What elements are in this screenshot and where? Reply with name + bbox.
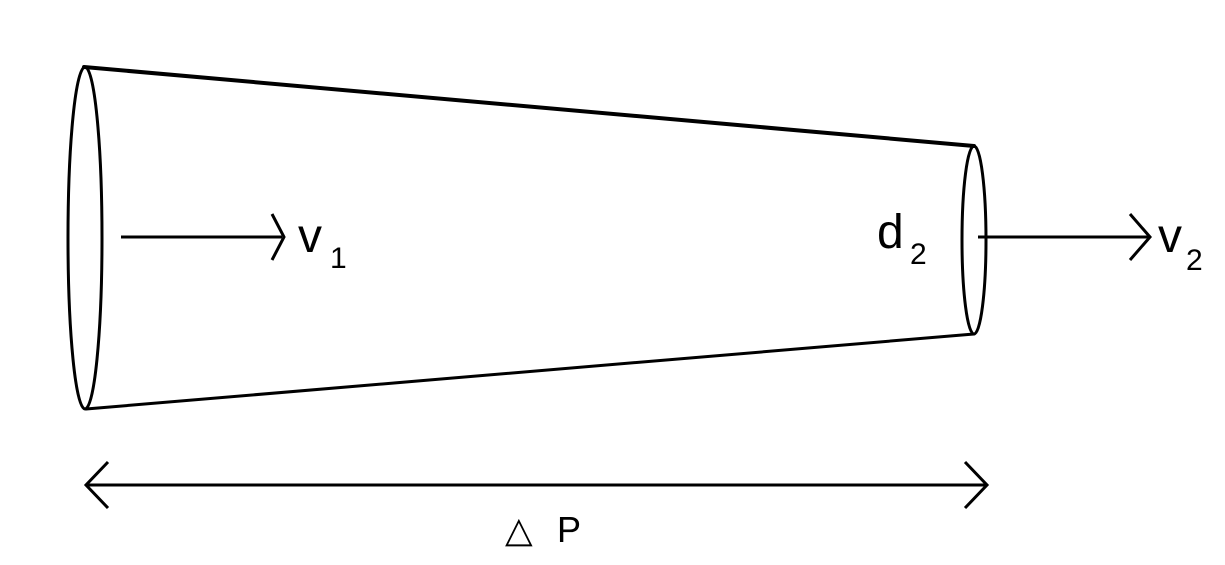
inlet-velocity-subscript: 1 [330, 242, 347, 275]
pressure-drop-length-arrow [83, 460, 990, 510]
outlet-velocity-subscript: 2 [1186, 244, 1203, 277]
pipe-bottom-edge [84, 332, 976, 411]
outlet-velocity-arrow [978, 213, 1152, 261]
outlet-velocity-label: v 2 [1158, 210, 1203, 277]
outlet-velocity-letter: v [1158, 210, 1182, 263]
outlet-cross-section [960, 144, 988, 336]
pressure-drop-symbol: △ [505, 509, 533, 550]
outlet-diameter-subscript: 2 [910, 238, 927, 271]
inlet-velocity-arrow [121, 213, 286, 261]
inlet-velocity-letter: v [298, 210, 322, 263]
pressure-drop-label: △ P [505, 509, 581, 550]
outlet-diameter-letter: d [877, 206, 904, 259]
pressure-drop-letter: P [557, 509, 581, 550]
pipe-top-edge [82, 65, 976, 148]
outlet-diameter-label: d 2 [877, 206, 927, 271]
inlet-cross-section [66, 65, 104, 411]
inlet-velocity-label: v 1 [298, 210, 347, 275]
